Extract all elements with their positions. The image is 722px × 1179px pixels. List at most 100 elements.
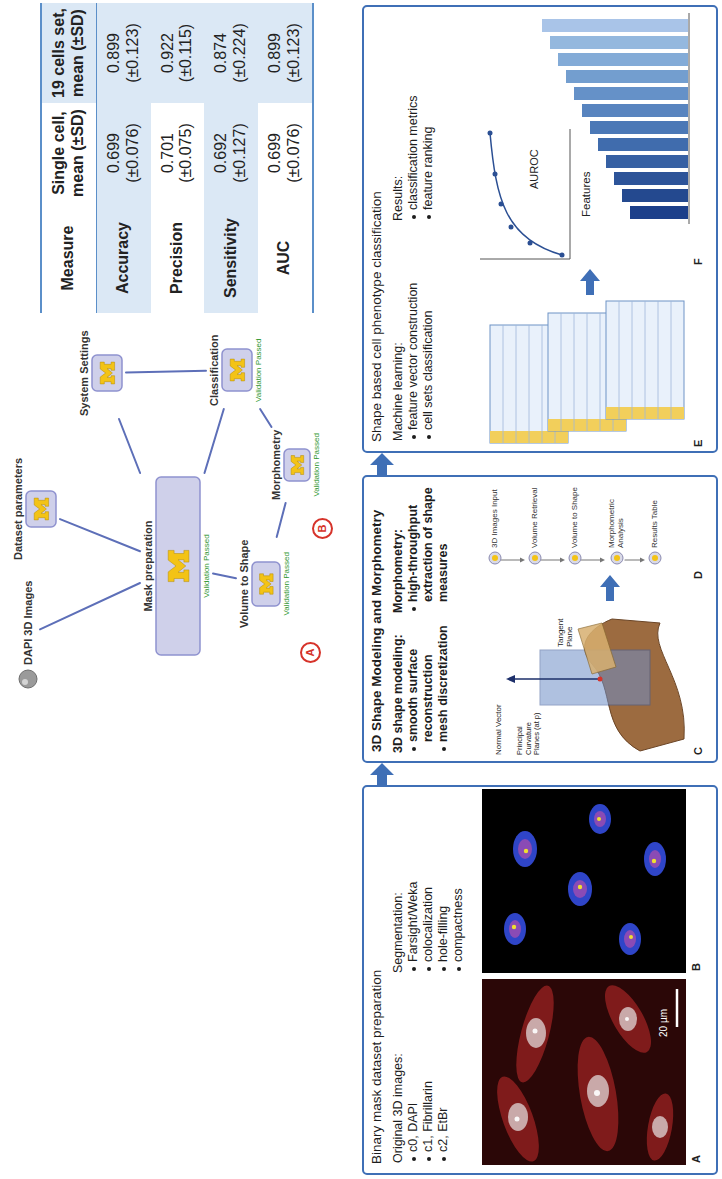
feature-bars-part xyxy=(542,19,688,32)
bullet-item: compactness xyxy=(451,888,466,962)
step-ring xyxy=(569,552,581,564)
surface-illustration-part xyxy=(598,677,603,682)
bullet-item: classification metrics xyxy=(406,95,421,210)
fluorescence-image-part xyxy=(508,1007,668,1138)
step-core xyxy=(614,555,620,561)
bullet-row: hole-filling xyxy=(436,791,451,973)
results-table: MeasureSingle cell, mean (±SD)19 cells s… xyxy=(40,3,314,313)
segmentation-image-part-part xyxy=(649,850,661,868)
panel-letter: B xyxy=(690,963,703,971)
step-label: 3D Images Input xyxy=(491,489,500,548)
bullet-row: smooth surface reconstruction xyxy=(406,615,436,753)
fluorescence-image-part xyxy=(489,979,678,1167)
bullet-dot xyxy=(427,435,431,439)
connector xyxy=(541,558,565,563)
arrow-head xyxy=(640,558,645,563)
step-icon xyxy=(610,551,624,565)
text-column: Morphometry:high-throughput extraction o… xyxy=(390,479,451,613)
flow-arrow xyxy=(370,453,394,475)
module-logo xyxy=(230,359,244,381)
row-header: Accuracy xyxy=(114,222,133,294)
bullet-item: feature vector construction xyxy=(406,283,421,430)
module-icon xyxy=(283,448,311,482)
auroc-chart-part-part xyxy=(488,131,493,136)
step-core xyxy=(572,555,578,561)
fluorescence-image-part-part xyxy=(526,1018,546,1048)
bullet-row: high-throughput extraction of shape meas… xyxy=(406,479,451,613)
table-value: 0.699 (±0.076) xyxy=(105,107,143,199)
segmentation-image-part-part xyxy=(568,872,592,906)
segmentation-image xyxy=(482,789,686,973)
table-cell: Precision xyxy=(151,203,205,313)
bullet-item: mesh discretization xyxy=(436,625,451,742)
flow-arrow xyxy=(370,763,394,785)
bullet-dot xyxy=(412,607,416,611)
step-arrow-part xyxy=(600,575,620,601)
module-icon xyxy=(25,490,57,528)
table-cell: 19 cells set, mean (±SD) xyxy=(42,3,97,103)
connector xyxy=(370,453,394,475)
feature-bars-part xyxy=(590,121,688,134)
panel-heading: Binary mask dataset preparation xyxy=(369,970,384,1164)
bullet-item: cell sets classification xyxy=(421,311,436,431)
connector-line xyxy=(205,409,224,473)
table-cell: 0.701 (±0.075) xyxy=(151,103,205,203)
bullet-item: c2, EtBr xyxy=(436,1108,451,1152)
bullet-row: mesh discretization xyxy=(436,615,451,753)
segmentation-image-part xyxy=(509,811,661,948)
table-value: 0.874 (±0.224) xyxy=(212,7,250,99)
fluorescence-image-part-part xyxy=(570,1034,626,1154)
arrow-head xyxy=(520,558,525,563)
list-heading: Morphometry: xyxy=(391,479,406,613)
connector xyxy=(260,409,271,427)
pipeline-module: ClassificationValidation Passed xyxy=(206,331,265,409)
text-column: Original 3D images:c0, DAPIc1, Fibrillar… xyxy=(390,978,451,1163)
step-core xyxy=(652,555,658,561)
segmentation-image-part-part xyxy=(509,920,521,938)
bullet-dot xyxy=(442,747,446,751)
segmentation-image-part-part xyxy=(644,842,666,876)
fluorescence-image xyxy=(482,979,686,1167)
fluorescence-image-part-part xyxy=(625,1017,629,1021)
figure-label: AUROC xyxy=(528,149,541,189)
bullet-row: c0, DAPI xyxy=(406,978,421,1163)
list-heading: Machine learning: xyxy=(391,226,406,441)
fluorescence-image-part xyxy=(676,989,679,1027)
feature-bars-part xyxy=(689,13,690,224)
auroc-chart-part xyxy=(480,129,570,259)
panel-heading: Shape based cell phenotype classificatio… xyxy=(369,191,384,442)
validation-status: Validation Passed xyxy=(202,476,211,656)
step-ring xyxy=(489,552,501,564)
bullet-dot xyxy=(442,1157,446,1161)
auroc-chart-part-part xyxy=(493,172,498,177)
connector xyxy=(40,583,140,629)
connector-line xyxy=(213,574,236,579)
connector xyxy=(501,558,525,563)
module-icon xyxy=(155,476,201,656)
fluorescence-image-part-part xyxy=(508,1103,528,1131)
panel-heading: 3D Shape Modeling and Morphometry xyxy=(369,510,384,752)
auroc-chart-part xyxy=(488,131,565,258)
callout-circle: A xyxy=(300,642,321,663)
workflow-step: Volume Retrieval xyxy=(528,488,542,565)
pipeline-module: Dataset parameters xyxy=(10,455,60,563)
module-logo xyxy=(34,498,48,520)
feature-bars-part xyxy=(606,155,688,168)
bullet-row: feature ranking xyxy=(421,13,436,221)
bullet-dot xyxy=(427,1157,431,1161)
bullet-row: cell sets classification xyxy=(421,226,436,441)
segmentation-image-part-part xyxy=(652,859,656,863)
auroc-chart-part-part xyxy=(528,241,533,246)
module-logo xyxy=(168,550,189,581)
figure-label: Tangent Plane xyxy=(556,605,574,647)
bullet-row: colocalization xyxy=(421,791,436,973)
surface-illustration-part xyxy=(506,675,515,683)
step-arrow xyxy=(580,269,620,601)
connector-line xyxy=(40,583,140,629)
segmentation-image-part-part xyxy=(524,849,528,853)
feature-bars-part xyxy=(622,189,688,202)
table-cell: 0.874 (±0.224) xyxy=(204,3,258,103)
module-icon xyxy=(251,561,281,607)
pipeline-module: Volume to ShapeValidation Passed xyxy=(236,537,293,631)
